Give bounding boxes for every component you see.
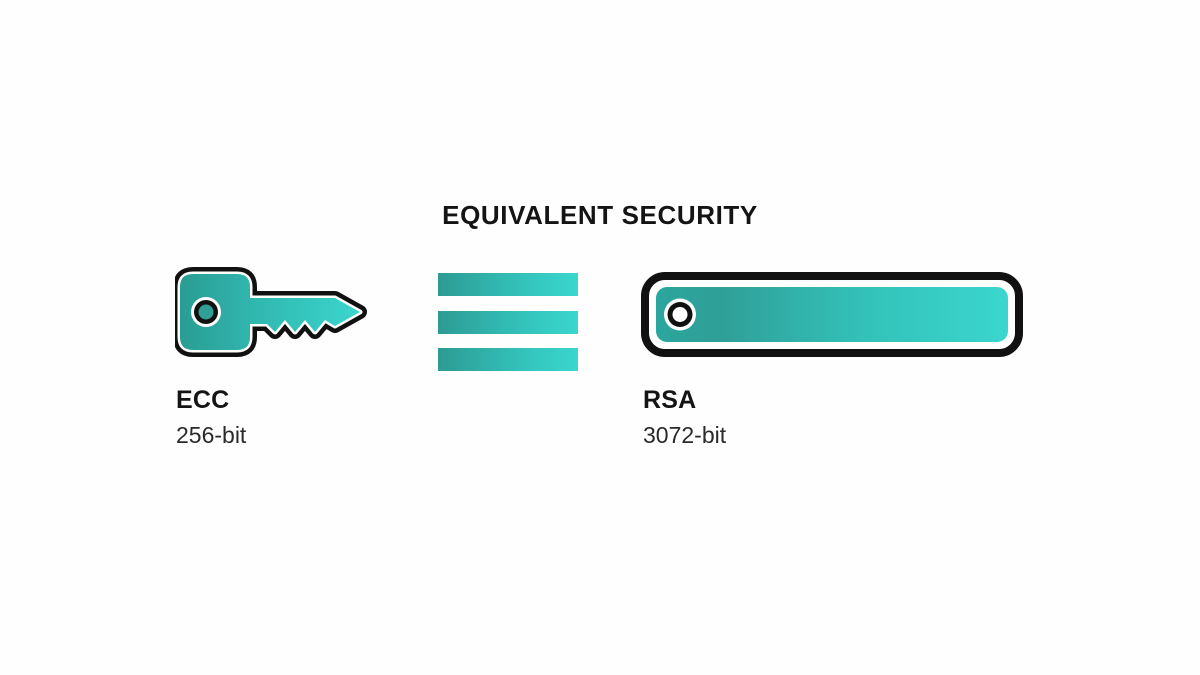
equals-bar (438, 273, 578, 296)
key-icon (173, 262, 390, 362)
rsa-label-block: RSA 3072-bit (643, 386, 726, 449)
ecc-key-size: 256-bit (176, 422, 247, 448)
equals-bar (438, 348, 578, 371)
ecc-algorithm-name: ECC (176, 386, 230, 414)
equals-bar (438, 311, 578, 334)
ecc-label-block: ECC 256-bit (176, 386, 246, 449)
ecc-comparison-item (173, 262, 390, 452)
equals-bars-icon (438, 273, 578, 371)
rsa-comparison-item (641, 272, 1023, 452)
rsa-key-size: 3072-bit (643, 422, 727, 448)
long-key-icon (641, 272, 1023, 357)
rsa-algorithm-name: RSA (643, 386, 697, 414)
page-title: EQUIVALENT SECURITY (442, 200, 758, 230)
